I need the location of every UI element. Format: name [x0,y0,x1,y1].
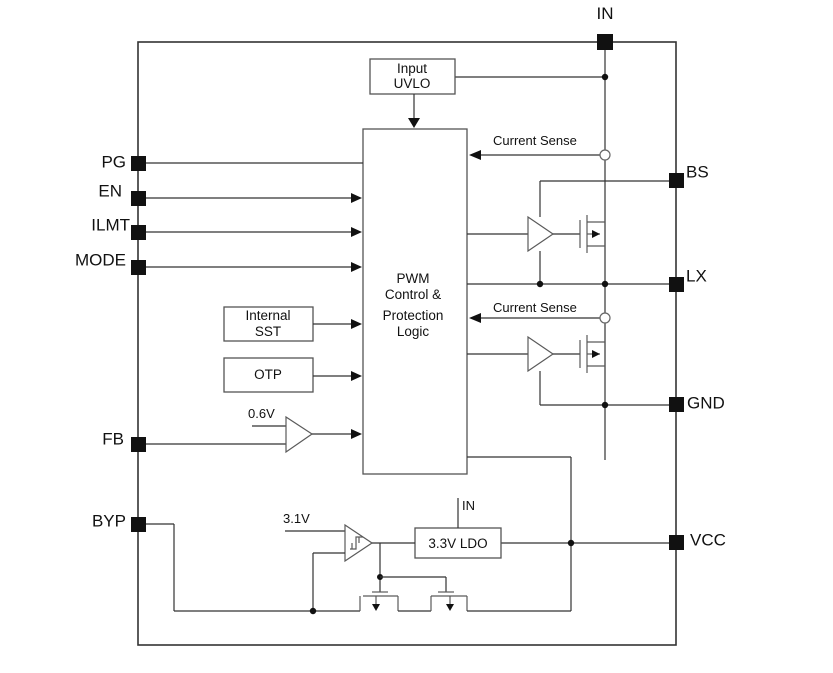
pin-gnd-label: GND [687,393,725,412]
low-side-mosfet [579,335,605,373]
pin-vcc-label: VCC [690,530,726,549]
pwm-label-line1: PWM [397,271,430,286]
pin-gnd [669,397,684,412]
pin-in-label: IN [597,4,614,23]
current-sense-low-arrow [469,313,481,323]
ref-0v6-label: 0.6V [248,406,275,421]
ldo-label: 3.3V LDO [428,536,487,551]
pin-pg-label: PG [101,152,126,171]
byp-junction [309,607,317,615]
hysteresis-icon [350,536,363,550]
current-sense-low-label: Current Sense [493,300,577,315]
current-sense-high-label: Current Sense [493,133,577,148]
pin-fb-label: FB [102,429,124,448]
otp-arrow [351,371,362,381]
current-sense-low-node [599,312,611,324]
ldo-block: 3.3V LDO [414,527,502,559]
pwm-label-line2: Control & [385,287,441,302]
high-side-mosfet [579,215,605,253]
input-uvlo-block: Input UVLO [369,58,456,95]
sst-label-line1: Internal [245,308,290,323]
pin-fb [131,437,146,452]
otp-label: OTP [254,367,282,382]
pin-en-label: EN [98,181,122,200]
pin-mode [131,260,146,275]
ref-3v1-label: 3.1V [283,511,310,526]
en-arrow [351,193,362,203]
gnd-junction [601,401,609,409]
internal-sst-block: Internal SST [223,306,314,342]
pwm-control-block: PWM Control & Protection Logic [362,128,468,475]
high-side-driver [527,215,555,253]
error-amp-triangle [285,415,314,454]
sst-label-line2: SST [255,324,281,339]
lx-junction-right [601,280,609,288]
otp-block: OTP [223,357,314,393]
pin-byp-label: BYP [92,511,126,530]
pin-en [131,191,146,206]
pin-vcc [669,535,684,550]
current-sense-high-arrow [469,150,481,160]
pin-bs [669,173,684,188]
sst-arrow [351,319,362,329]
pin-lx [669,277,684,292]
pin-byp [131,517,146,532]
pwm-label-line3: Protection [383,308,444,323]
vcc-junction [567,539,575,547]
pin-ilmt-label: ILMT [91,215,130,234]
pin-pg [131,156,146,171]
in-junction [601,73,609,81]
pin-mode-label: MODE [75,250,126,269]
uvlo-label-line2: UVLO [394,76,431,91]
pin-bs-label: BS [686,162,709,181]
pin-ilmt [131,225,146,240]
pin-lx-label: LX [686,266,707,285]
uvlo-label-line1: Input [397,61,427,76]
ldo-in-label: IN [462,498,475,513]
uvlo-arrow [408,118,420,128]
low-side-driver [527,335,555,373]
lx-junction-left [536,280,544,288]
current-sense-high-node [599,149,611,161]
pin-in [597,34,613,50]
bypass-switch-1 [359,591,399,611]
pwm-label-line4: Logic [397,324,430,339]
mode-arrow [351,262,362,272]
fb-arrow [351,429,362,439]
bypass-switch-2 [430,591,468,611]
schmitt-comparator [344,523,374,563]
chip-outline [137,41,677,646]
ilmt-arrow [351,227,362,237]
